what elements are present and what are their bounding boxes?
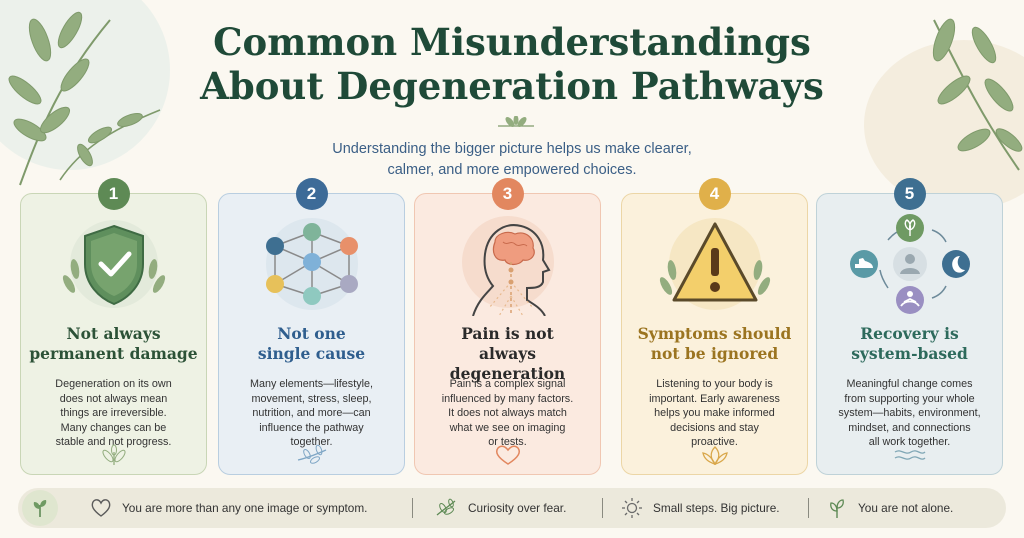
card-body-line: things are irreversible.	[60, 407, 167, 419]
card-heading: Not one single cause	[225, 324, 398, 364]
affirmation-item: You are more than any one image or sympt…	[90, 488, 367, 528]
subtitle-line-2: calmer, and more empowered choices.	[387, 162, 637, 178]
shield-check-icon	[21, 212, 206, 316]
sprout-icon	[101, 444, 126, 465]
background-blob-right	[864, 40, 1024, 210]
card-body-line: what we see on imaging	[449, 421, 566, 434]
card-heading-line-1: Not one	[277, 324, 346, 343]
card-body-line: Many changes can be	[60, 421, 167, 434]
card-body: Many elements—lifestyle, movement, stres…	[233, 377, 390, 450]
card-body-line: does not always mean	[59, 392, 168, 405]
card-body-line: Pain is a complex signal	[449, 378, 566, 390]
plant-icon	[830, 499, 844, 518]
divider	[412, 498, 413, 518]
subtitle-line-1: Understanding the bigger picture helps u…	[332, 141, 692, 157]
card-body-line: important. Early awareness	[649, 392, 780, 405]
leaf-sprig-icon	[436, 498, 456, 516]
affirmation-text: You are more than any one image or sympt…	[122, 501, 368, 515]
card-heading-line-1: Not always	[66, 324, 161, 343]
card-body-line: Listening to your body is	[656, 378, 773, 390]
card-recovery-is-system-based: 5 Recovery is system-based Meaningful ch…	[816, 178, 1003, 475]
card-heading: Recovery is system-based	[823, 324, 996, 364]
branch-icon	[297, 444, 326, 464]
card-body-line: or tests.	[488, 436, 527, 448]
affirmation-text: Small steps. Big picture.	[653, 501, 780, 515]
affirmation-item: You are not alone.	[826, 488, 953, 528]
card-body-line: system—habits, environment,	[838, 407, 981, 419]
lotus-icon	[701, 446, 728, 466]
card-body-line: influenced by many factors.	[441, 392, 574, 405]
card-body-line: helps you make informed	[654, 407, 775, 419]
card-body-line: all work together.	[868, 436, 951, 448]
heart-outline-icon	[91, 499, 111, 517]
card-body-line: Degeneration on its own	[55, 378, 172, 390]
card-body: Pain is a complex signal influenced by m…	[429, 377, 586, 450]
page-title: Common Misunderstandings About Degenerat…	[0, 20, 1024, 108]
card-body-line: from supporting your whole	[844, 392, 975, 405]
leaf-branch-left-icon	[8, 11, 161, 186]
card-body-line: decisions and stay	[670, 421, 759, 434]
waves-icon	[894, 450, 925, 460]
card-body-line: stable and not progress.	[55, 436, 172, 448]
affirmation-bar: You are more than any one image or sympt…	[18, 488, 1006, 528]
card-number-badge: 3	[491, 178, 524, 210]
warning-triangle-icon	[622, 212, 807, 316]
card-body-line: proactive.	[691, 436, 738, 448]
affirmation-text: You are not alone.	[858, 501, 954, 515]
card-body: Degeneration on its own does not always …	[35, 377, 192, 450]
sun-icon	[622, 498, 642, 518]
card-pain-is-not-always-degeneration: 3 Pain is not always degeneration Pain i…	[414, 178, 601, 475]
card-number-badge: 2	[295, 178, 328, 210]
card-heading-line-2: system-based	[851, 344, 968, 363]
card-body-line: Many elements—lifestyle,	[249, 378, 373, 390]
card-heading: Pain is not always degeneration	[421, 324, 594, 384]
card-heading-line-1: Symptoms should	[637, 324, 792, 343]
card-body: Meaningful change comes from supporting …	[831, 377, 988, 450]
affirmation-item: Small steps. Big picture.	[621, 488, 780, 528]
card-symptoms-should-not-be-ignored: 4 Symptoms should not be ignored Listeni…	[621, 178, 808, 475]
card-body-line: mindset, and connections	[848, 421, 971, 434]
card-number-badge: 5	[893, 178, 926, 210]
card-heading: Symptoms should not be ignored	[628, 324, 801, 364]
title-line-2: About Degeneration Pathways	[200, 64, 824, 108]
card-heading: Not always permanent damage	[27, 324, 200, 364]
head-brain-icon	[415, 212, 600, 316]
card-body-line: nutrition, and more—can	[252, 407, 371, 419]
divider	[602, 498, 603, 518]
affirmation-item: Curiosity over fear.	[434, 488, 566, 528]
plant-badge-icon	[22, 490, 58, 526]
card-body-line: It does not always match	[448, 407, 567, 419]
card-body-line: together.	[290, 436, 333, 448]
heart-icon	[495, 445, 520, 465]
card-body-line: movement, stress, sleep,	[251, 392, 372, 405]
network-nodes-icon	[219, 212, 404, 316]
card-heading-line-1: Recovery is	[860, 324, 959, 343]
card-heading-line-1: Pain is not	[461, 324, 554, 343]
card-number-badge: 1	[97, 178, 130, 210]
title-line-1: Common Misunderstandings	[213, 20, 811, 64]
card-heading-line-2: single cause	[257, 344, 366, 363]
divider	[808, 498, 809, 518]
title-divider-leaf-icon	[498, 116, 534, 127]
page-subtitle: Understanding the bigger picture helps u…	[0, 139, 1024, 181]
card-not-always-permanent-damage: 1 Not always permanent damage Degenerati…	[20, 178, 207, 475]
card-not-one-single-cause: 2 Not one single cause Many el	[218, 178, 405, 475]
card-body-line: influence the pathway	[259, 421, 364, 434]
card-heading-line-2: not be ignored	[650, 344, 779, 363]
leaf-branch-right-icon	[932, 18, 1023, 171]
card-body: Listening to your body is important. Ear…	[636, 377, 793, 450]
affirmation-text: Curiosity over fear.	[468, 501, 567, 515]
recovery-cycle-icon	[817, 212, 1002, 316]
card-number-badge: 4	[698, 178, 731, 210]
card-body-line: Meaningful change comes	[846, 378, 973, 390]
card-heading-line-2: always degeneration	[449, 344, 566, 383]
card-heading-line-2: permanent damage	[29, 344, 198, 363]
